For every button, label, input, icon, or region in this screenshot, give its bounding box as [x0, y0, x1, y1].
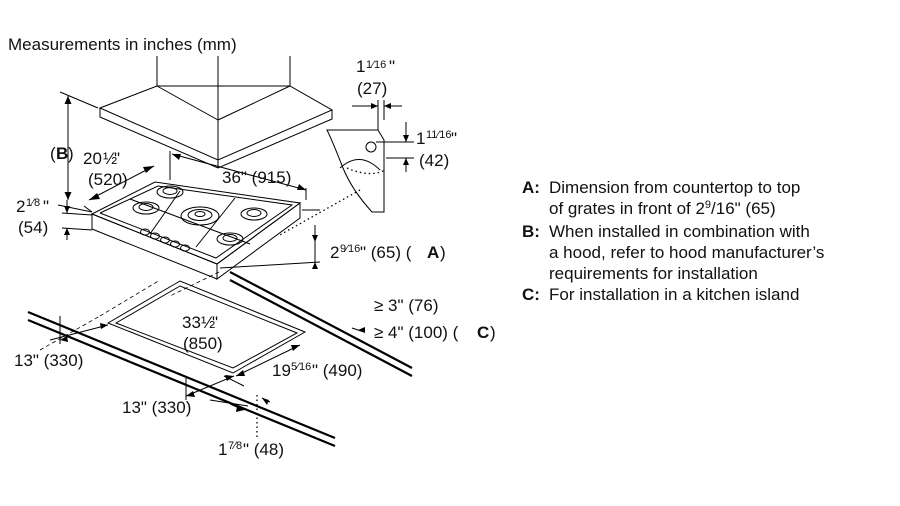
svg-text:(27): (27): [357, 79, 387, 98]
dimension-cutout-depth: 19 5⁄16 " (490): [223, 344, 362, 387]
dimension-a: 2 9⁄16 " (65) ( A ): [219, 209, 446, 269]
svg-text:C:: C:: [522, 285, 540, 304]
control-knobs: [140, 228, 190, 252]
svg-text:": ": [43, 197, 49, 216]
svg-text:B:: B:: [522, 222, 540, 241]
svg-text:1⁄16: 1⁄16: [366, 59, 386, 71]
svg-text:5⁄16: 5⁄16: [291, 361, 311, 373]
dimension-b: ( B ): [50, 91, 99, 213]
label-width: 36" (915): [222, 168, 291, 187]
svg-text:½: ½: [201, 313, 215, 332]
countertop: [27, 271, 413, 448]
svg-text:A:: A:: [522, 178, 540, 197]
burner-icon: [240, 207, 268, 221]
svg-text:≥ 4" (100) (: ≥ 4" (100) (: [374, 323, 459, 342]
svg-text:): ): [68, 144, 74, 163]
svg-text:(850): (850): [183, 334, 223, 353]
diagram-title: Measurements in inches (mm): [8, 35, 237, 54]
svg-text:(42): (42): [419, 151, 449, 170]
wok-burner-icon: [180, 206, 220, 226]
svg-text:": ": [389, 57, 395, 76]
dimension-width-top: 36" (915): [169, 151, 307, 200]
svg-text:): ): [490, 323, 496, 342]
dimension-clearance: ≥ 3" (76) ≥ 4" (100) ( C ): [351, 296, 496, 342]
svg-text:7⁄8: 7⁄8: [228, 440, 242, 452]
svg-text:": ": [451, 129, 457, 148]
svg-text:": ": [212, 313, 218, 332]
svg-text:" (48): " (48): [243, 440, 284, 459]
svg-text:of grates in front of 29/16" (: of grates in front of 29/16" (65): [549, 199, 776, 218]
legend: A: Dimension from countertop to top of g…: [522, 178, 824, 304]
svg-text:11⁄16: 11⁄16: [426, 129, 452, 141]
label-b: B: [56, 144, 68, 163]
svg-text:(54): (54): [18, 218, 48, 237]
dimension-front: 13" (330): [122, 375, 249, 417]
legend-item-a: A: Dimension from countertop to top of g…: [522, 178, 800, 218]
dimension-cutout-width: 33 ½ " (850): [182, 313, 223, 353]
svg-text:9⁄16: 9⁄16: [340, 243, 360, 255]
svg-text:" (65) (: " (65) (: [360, 243, 412, 262]
svg-text:requirements for installation: requirements for installation: [549, 264, 758, 283]
dimension-left-side: 13" (330): [14, 316, 109, 370]
svg-text:≥ 3" (76): ≥ 3" (76): [374, 296, 439, 315]
svg-text:When installed in combination: When installed in combination with: [549, 222, 810, 241]
svg-text:19: 19: [272, 361, 291, 380]
svg-text:" (490): " (490): [312, 361, 362, 380]
legend-item-b: B: When installed in combination with a …: [522, 222, 824, 283]
svg-text:2: 2: [330, 243, 339, 262]
svg-text:": ": [114, 149, 120, 168]
cooktop: [90, 181, 302, 280]
svg-text:For installation in a kitchen: For installation in a kitchen island: [549, 285, 799, 304]
dimension-cooktop-height: 2 1⁄8 " (54): [16, 197, 93, 240]
svg-text:20: 20: [83, 149, 102, 168]
svg-text:Dimension from countertop to t: Dimension from countertop to top: [549, 178, 800, 197]
svg-text:½: ½: [103, 149, 117, 168]
legend-item-c: C: For installation in a kitchen island: [522, 285, 799, 304]
svg-text:2: 2: [16, 197, 25, 216]
dimension-depth-top: 20 ½ " (520): [83, 149, 155, 213]
range-hood: [98, 56, 334, 169]
burner-icon: [216, 232, 244, 246]
svg-text:1: 1: [356, 57, 365, 76]
svg-text:1: 1: [218, 440, 227, 459]
label-c: C: [477, 323, 489, 342]
svg-text:): ): [440, 243, 446, 262]
svg-text:33: 33: [182, 313, 201, 332]
svg-text:1⁄8: 1⁄8: [26, 197, 40, 209]
label-a: A: [427, 243, 439, 262]
burner-icon: [156, 185, 184, 199]
burner-icon: [132, 201, 160, 215]
svg-text:1: 1: [416, 129, 425, 148]
svg-text:a hood, refer to hood manufact: a hood, refer to hood manufacturer’s: [549, 243, 824, 262]
grate-profile-detail: 1 1⁄16 " (27) 1 11⁄16 " (42): [277, 57, 457, 237]
svg-text:13" (330): 13" (330): [14, 351, 83, 370]
dimension-edge: 1 7⁄8 " (48): [218, 395, 284, 459]
svg-text:(520): (520): [88, 170, 128, 189]
svg-text:13" (330): 13" (330): [122, 398, 191, 417]
svg-text:(: (: [50, 144, 56, 163]
